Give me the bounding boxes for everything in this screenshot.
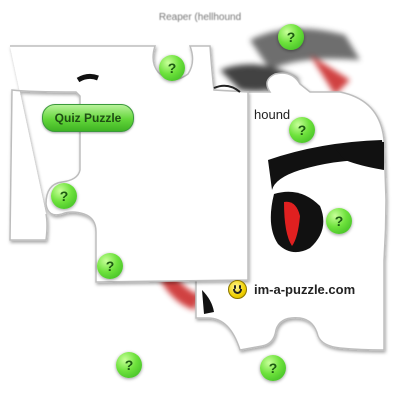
puzzle-title: Reaper (hellhound xyxy=(158,12,242,23)
hint-button[interactable]: ? xyxy=(289,117,315,143)
quiz-puzzle-button[interactable]: Quiz Puzzle xyxy=(42,104,134,132)
hint-button[interactable]: ? xyxy=(97,253,123,279)
hint-button[interactable]: ? xyxy=(51,183,77,209)
brand-link[interactable]: im-a-puzzle.com xyxy=(228,279,355,299)
hint-button[interactable]: ? xyxy=(326,208,352,234)
smiley-icon xyxy=(228,279,247,299)
hint-button[interactable]: ? xyxy=(116,352,142,378)
hint-button[interactable]: ? xyxy=(159,55,185,81)
brand-text: im-a-puzzle.com xyxy=(254,281,356,297)
artwork-caption-fragment: hound xyxy=(254,107,291,122)
hint-button[interactable]: ? xyxy=(260,355,286,381)
hint-button[interactable]: ? xyxy=(278,24,304,50)
